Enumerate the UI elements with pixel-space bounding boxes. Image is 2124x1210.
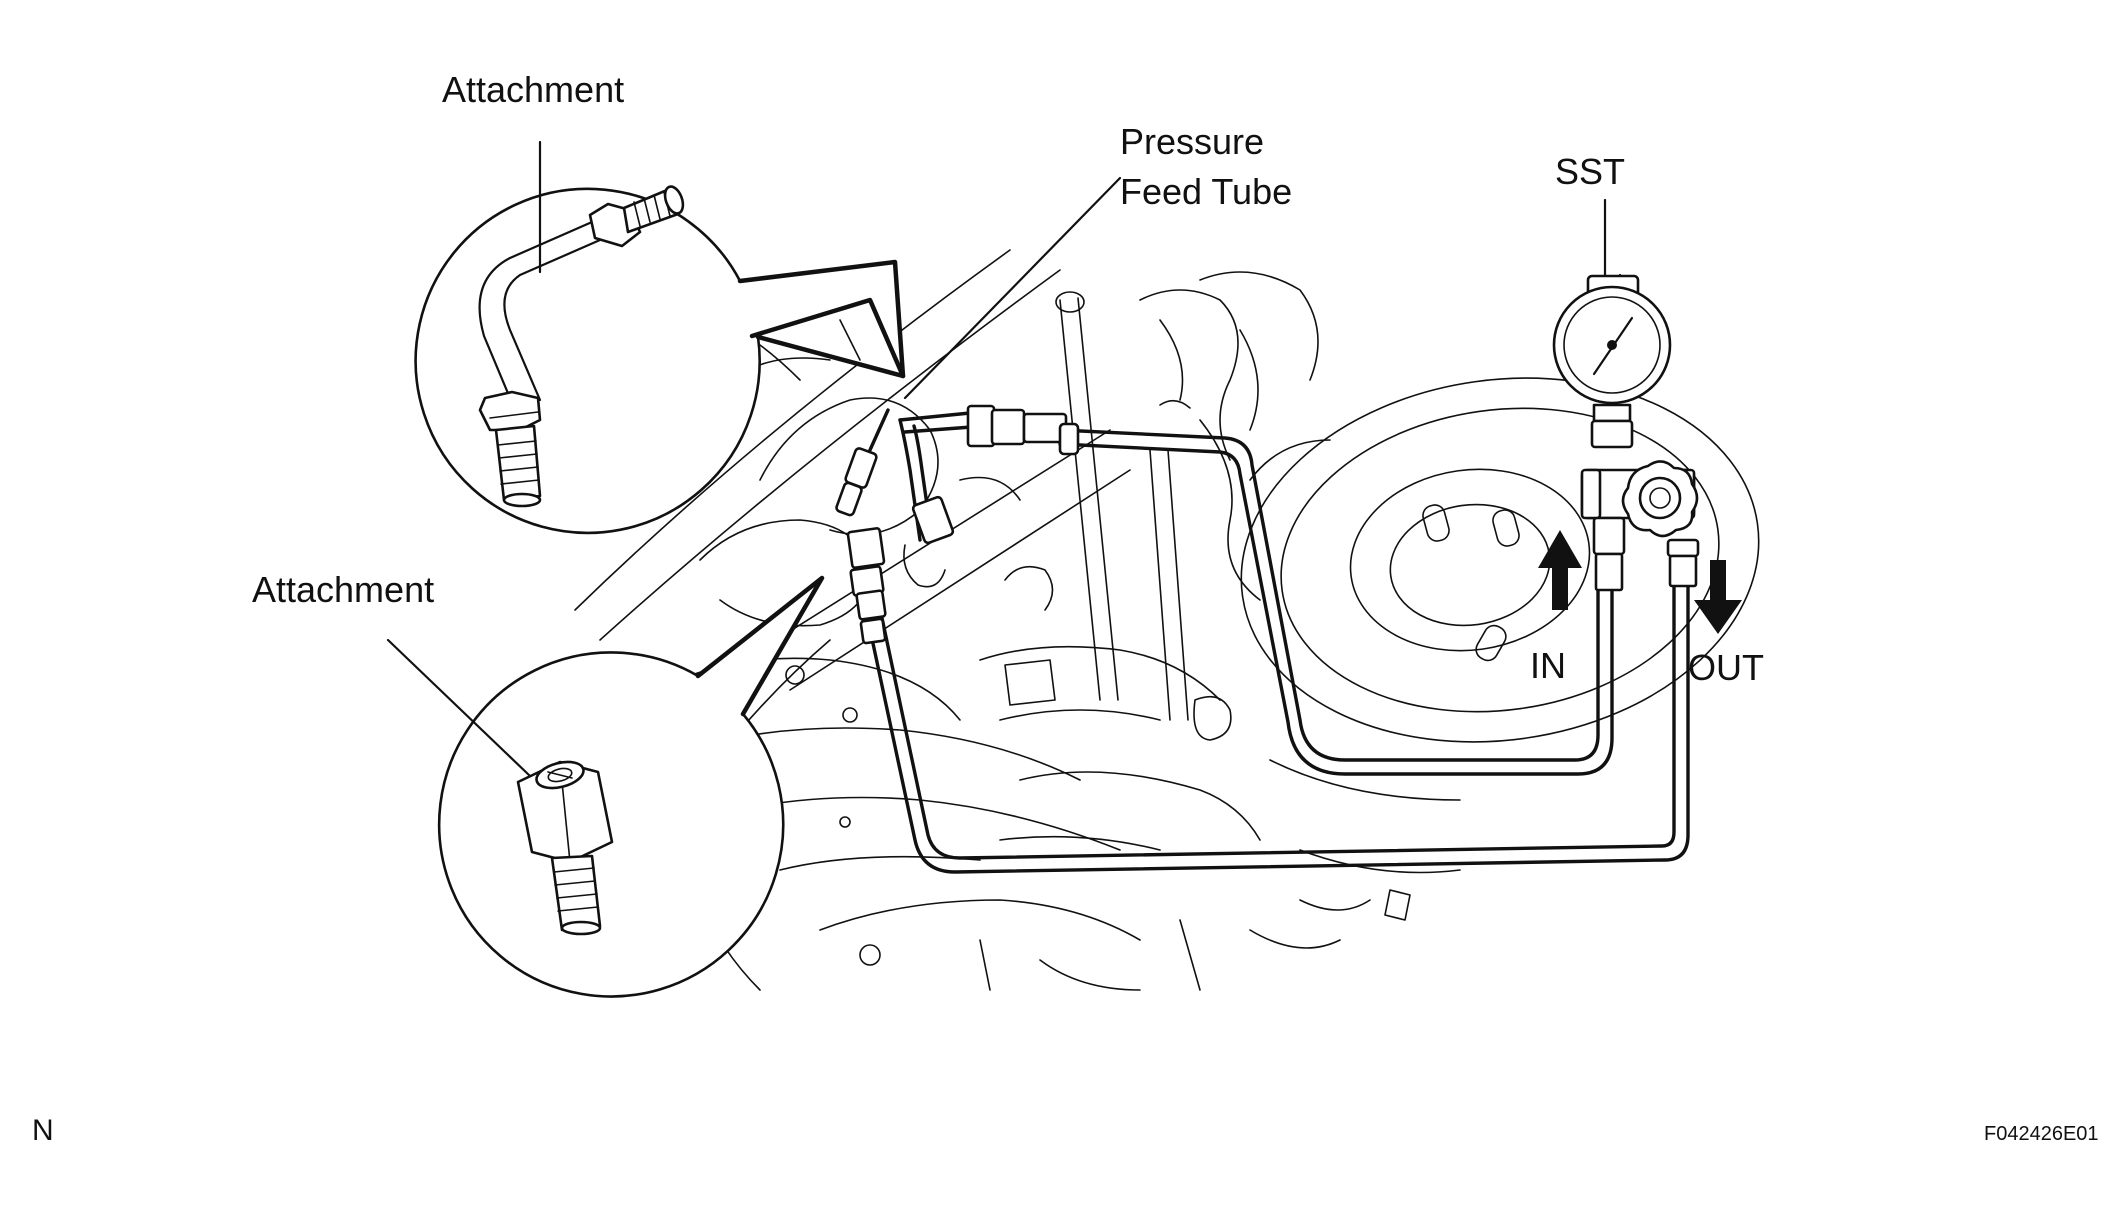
in-arrow-icon — [1538, 530, 1582, 610]
in-label: IN — [1530, 645, 1566, 686]
out-label: OUT — [1688, 647, 1764, 688]
leader-lines — [386, 140, 1122, 778]
pressure-feed-tube-label-line2: Feed Tube — [1120, 171, 1292, 212]
sst-gauge — [1552, 198, 1700, 592]
footer-left-code: N — [32, 1114, 54, 1147]
attachment-label-bottom: Attachment — [252, 569, 434, 610]
gauge-hoses — [866, 410, 1690, 874]
figure-id: F042426E01 — [1984, 1123, 2099, 1145]
attachment-callout-bottom — [437, 575, 825, 998]
sst-label: SST — [1555, 151, 1625, 192]
hex-attachment-icon — [516, 760, 614, 936]
attachment-label-top: Attachment — [442, 69, 624, 110]
pressure-feed-tube-label-line1: Pressure — [1120, 121, 1264, 162]
out-arrow-icon — [1694, 560, 1742, 634]
background-engine-sketch — [574, 249, 1760, 991]
elbow-attachment-icon — [478, 185, 685, 508]
hose-fittings — [835, 404, 1080, 645]
attachment-callout-top — [414, 187, 906, 535]
